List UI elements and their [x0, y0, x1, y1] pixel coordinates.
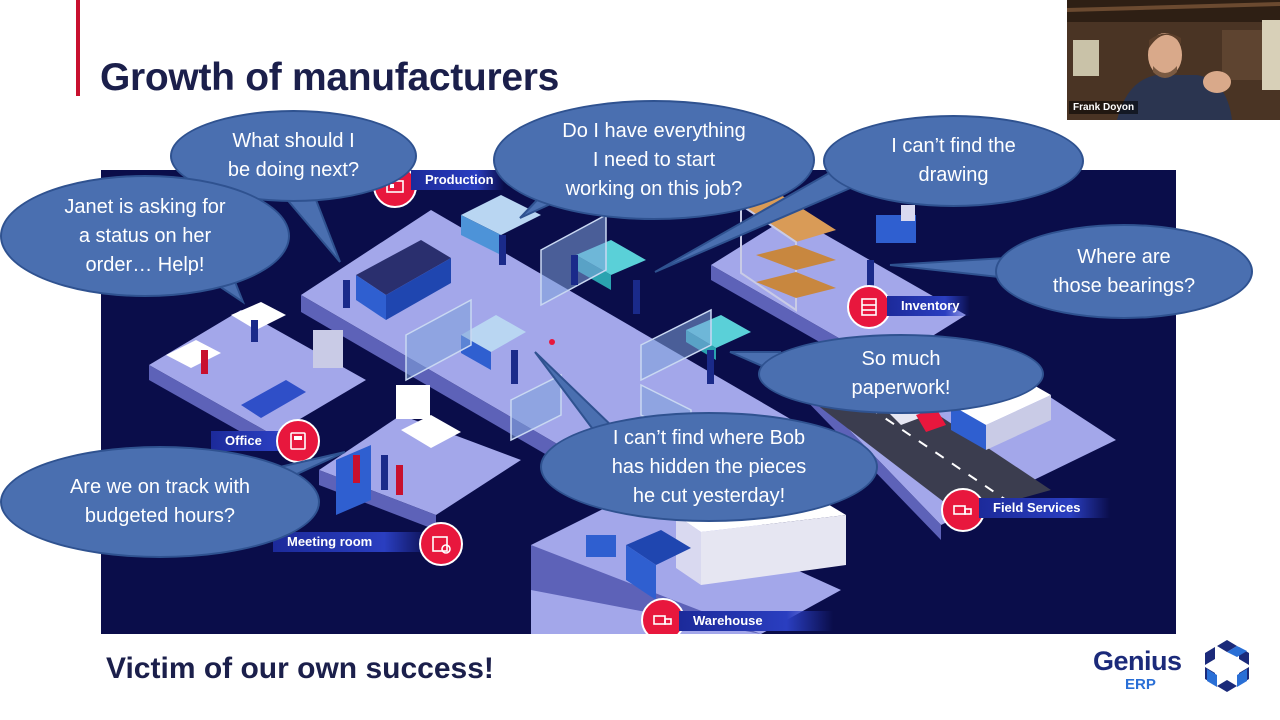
bubble-line: I can’t find the — [891, 135, 1016, 157]
speech-bubble-missing-pieces: I can’t find where Bob has hidden the pie… — [540, 412, 878, 522]
logo-subtitle: ERP — [1125, 676, 1156, 693]
area-label-warehouse: Warehouse — [679, 611, 833, 631]
speech-bubble-job-readiness: Do I have everything I need to start worki… — [493, 100, 815, 220]
speech-bubble-drawing: I can’t find the drawing — [823, 115, 1084, 207]
area-label-meeting-room: Meeting room — [273, 532, 433, 552]
factory-illustration: Production Inventory Office Meeting room… — [101, 170, 1176, 634]
webcam-name-label: Frank Doyon — [1069, 101, 1139, 114]
inventory-icon — [847, 285, 891, 329]
bubble-line: has hidden the pieces — [611, 455, 807, 478]
bubble-line: I can’t find where Bob — [612, 426, 806, 449]
area-label-field-services: Field Services — [979, 498, 1111, 518]
area-label-production: Production — [411, 170, 504, 190]
office-icon — [276, 419, 320, 463]
bubble-line: So much — [861, 348, 941, 370]
slide-title: Growth of manufacturers — [100, 56, 559, 99]
genius-erp-logo: Genius ERP — [1093, 636, 1257, 696]
presenter-webcam: Frank Doyon — [1067, 0, 1280, 120]
bubble-line: drawing — [918, 164, 989, 186]
bubble-line: What should I — [232, 130, 355, 152]
speech-bubble-budget: Are we on track with budgeted hours? — [0, 446, 320, 558]
pointer-dot — [549, 339, 555, 345]
accent-bar — [76, 0, 80, 96]
speech-bubble-paperwork: So much paperwork! — [758, 334, 1044, 414]
bubble-line: Where are — [1077, 245, 1171, 268]
webcam-video — [1067, 0, 1280, 120]
workers — [201, 235, 874, 495]
bubble-line: order… Help! — [85, 253, 205, 276]
meeting-room-icon — [419, 522, 463, 566]
bubble-line: I need to start — [592, 148, 716, 171]
bubble-line: budgeted hours? — [84, 505, 236, 527]
slide-footer-text: Victim of our own success! — [106, 652, 494, 685]
logo-hexagon-icon — [1205, 640, 1249, 692]
field-services-icon — [941, 488, 985, 532]
bubble-line: working on this job? — [565, 177, 743, 200]
bubble-line: Do I have everything — [562, 119, 746, 142]
bubble-line: he cut yesterday! — [632, 484, 786, 507]
bubble-line: Janet is asking for — [64, 195, 226, 218]
bubble-line: Are we on track with — [69, 476, 251, 498]
speech-bubble-order-status: Janet is asking for a status on her order…… — [0, 175, 290, 297]
bubble-line: a status on her — [78, 224, 212, 247]
bubble-line: be doing next? — [227, 159, 360, 181]
speech-bubble-bearings: Where are those bearings? — [995, 224, 1253, 319]
bubble-line: those bearings? — [1052, 274, 1196, 297]
area-label-inventory: Inventory — [887, 296, 970, 316]
bubble-line: paperwork! — [851, 377, 951, 399]
logo-wordmark: Genius — [1093, 646, 1182, 676]
